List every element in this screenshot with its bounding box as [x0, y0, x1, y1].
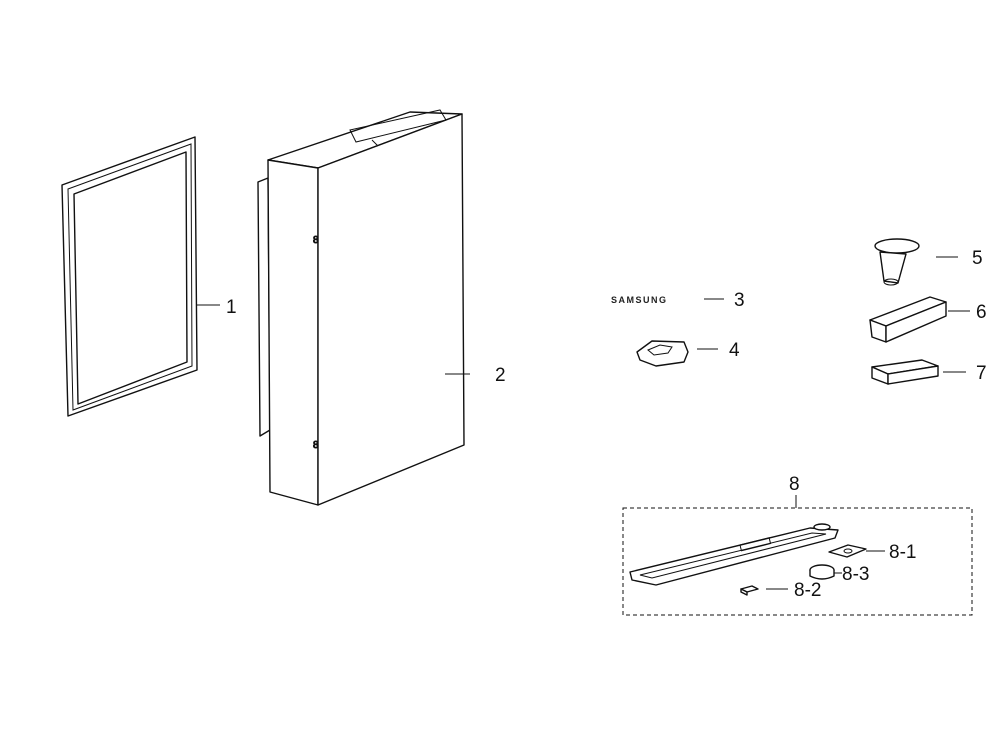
callout-1: 1 [226, 297, 237, 318]
handle-assembly-icon [629, 523, 839, 586]
hinge-pin-icon [874, 238, 920, 286]
small-block-icon [740, 585, 759, 596]
callout-3: 3 [734, 290, 745, 311]
door-gasket-icon [61, 136, 198, 417]
svg-text:8: 8 [313, 440, 319, 451]
door-panel-icon: 8 8 [257, 109, 465, 506]
callout-8-2: 8-2 [794, 580, 821, 601]
callout-5: 5 [972, 248, 983, 269]
plate-icon [828, 544, 867, 558]
foam-pad-icon [871, 359, 939, 385]
door-hinge-cap-icon [636, 340, 689, 367]
logo-badge-text: SAMSUNG [611, 295, 668, 305]
callout-8-3: 8-3 [842, 564, 869, 585]
callout-4: 4 [729, 340, 740, 361]
callout-7: 7 [976, 363, 987, 384]
svg-text:8: 8 [313, 235, 319, 246]
cap-icon [809, 564, 835, 580]
callout-8-1: 8-1 [889, 542, 916, 563]
callout-6: 6 [976, 302, 987, 323]
callout-8: 8 [789, 474, 800, 495]
handle-assembly-group-box [622, 507, 973, 616]
foam-block-icon [869, 296, 947, 343]
logo-badge-icon: SAMSUNG [611, 295, 668, 305]
callout-2: 2 [495, 365, 506, 386]
